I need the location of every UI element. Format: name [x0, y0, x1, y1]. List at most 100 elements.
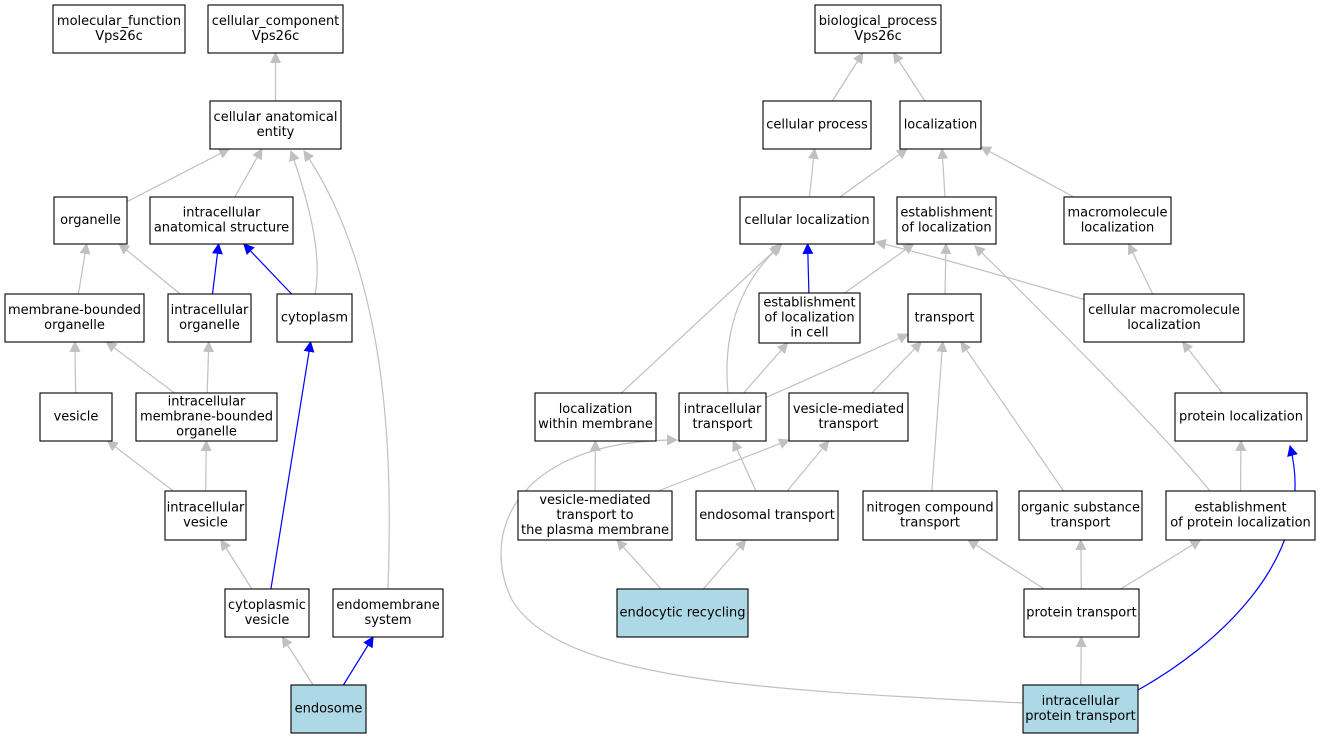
node-endosomal-transport[interactable]: endosomal transport: [695, 490, 839, 541]
node-label: organelle: [60, 213, 121, 228]
edge-intracellular-mb-organelle-to-intracellular-organelle: [202, 340, 214, 394]
node-box: [332, 588, 444, 638]
node-box: [534, 392, 657, 442]
edge-line: [831, 52, 864, 102]
edge-protein-transport-to-nitrogen-compound-transport: [967, 539, 1045, 590]
node-label: cytoplasm: [281, 311, 348, 326]
edge-endocytic-recycling-to-vmt-to-plasma-membrane: [616, 539, 662, 590]
edge-endosome-to-endomembrane-system: [342, 636, 374, 686]
node-label: intracellular: [1042, 694, 1120, 709]
node-label: entity: [257, 125, 295, 140]
edge-line: [702, 539, 747, 590]
edge-line: [844, 243, 915, 294]
node-cytoplasm[interactable]: cytoplasm: [276, 293, 353, 343]
node-endocytic-recycling[interactable]: endocytic recycling: [616, 588, 749, 638]
edge-cytoplasmic-vesicle-to-cytoplasm: [270, 340, 315, 590]
edge-establishment-of-localization-in-cell-to-establishment-of-localization: [844, 243, 915, 294]
node-label: cellular macromolecule: [1088, 303, 1240, 318]
edge-line: [940, 242, 952, 295]
node-box: [39, 392, 113, 442]
node-label: intracellular: [168, 395, 246, 410]
node-organelle[interactable]: organelle: [53, 196, 128, 245]
node-localization[interactable]: localization: [899, 100, 982, 150]
node-box: [788, 392, 909, 442]
edge-line: [1075, 538, 1087, 590]
edge-line: [974, 245, 1211, 492]
edge-cellular-macromolecule-localization-to-cellular-localization: [874, 238, 1087, 301]
edge-endosomal-transport-to-intracellular-transport: [732, 439, 757, 492]
node-cellular-localization[interactable]: cellular localization: [739, 196, 875, 245]
node-box: [616, 588, 749, 638]
node-box: [907, 293, 982, 343]
edge-line: [69, 340, 81, 394]
node-label: endomembrane: [336, 598, 440, 613]
node-label: transport: [914, 311, 974, 326]
edge-line: [1182, 341, 1223, 394]
edge-line: [303, 150, 390, 590]
edge-line: [657, 438, 791, 492]
node-vesicle[interactable]: vesicle: [39, 392, 113, 442]
node-transport[interactable]: transport: [907, 293, 982, 343]
edge-line: [77, 242, 91, 295]
node-box: [1174, 392, 1308, 442]
node-box: [739, 196, 875, 245]
edge-endocytic-recycling-to-endosomal-transport: [702, 539, 747, 590]
node-label: localization: [904, 118, 978, 133]
node-label: endosome: [295, 702, 363, 717]
node-label: cellular localization: [744, 213, 869, 228]
node-box: [1022, 684, 1139, 734]
node-box: [1023, 588, 1140, 638]
edge-line: [126, 148, 230, 203]
edge-endomembrane-system-to-cellular-anatomical-entity: [303, 150, 390, 590]
node-box: [899, 100, 982, 150]
node-label: vesicle-mediated: [539, 493, 650, 508]
edge-line: [1137, 444, 1298, 691]
edge-line: [105, 341, 175, 394]
node-label: vesicle: [183, 516, 228, 531]
edge-cellular-localization-to-cellular-process: [808, 147, 819, 198]
node-protein-transport[interactable]: protein transport: [1023, 588, 1140, 638]
node-endosome[interactable]: endosome: [290, 684, 367, 734]
node-label: macromolecule: [1067, 206, 1167, 221]
edge-line: [892, 52, 926, 102]
edge-protein-transport-to-organic-substance-transport: [1075, 538, 1087, 590]
node-protein-localization[interactable]: protein localization: [1174, 392, 1308, 442]
node-box: [1018, 490, 1143, 541]
node-label: establishment: [763, 296, 855, 311]
node-cellular-process[interactable]: cellular process: [762, 100, 872, 150]
node-label: protein transport: [1026, 606, 1136, 621]
node-label: of localization: [764, 311, 854, 326]
node-label: organelle: [44, 318, 105, 333]
edge-intracellular-transport-to-cellular-localization: [726, 245, 781, 394]
node-label: membrane-bounded: [8, 303, 141, 318]
edge-vesicle-mediated-transport-to-transport: [871, 341, 922, 394]
node-label: nitrogen compound: [866, 501, 993, 516]
node-label: localization: [559, 402, 633, 417]
node-box: [276, 293, 353, 343]
edge-line: [732, 439, 757, 492]
edge-intracellular-transport-to-establishment-of-localization-in-cell: [743, 342, 789, 394]
